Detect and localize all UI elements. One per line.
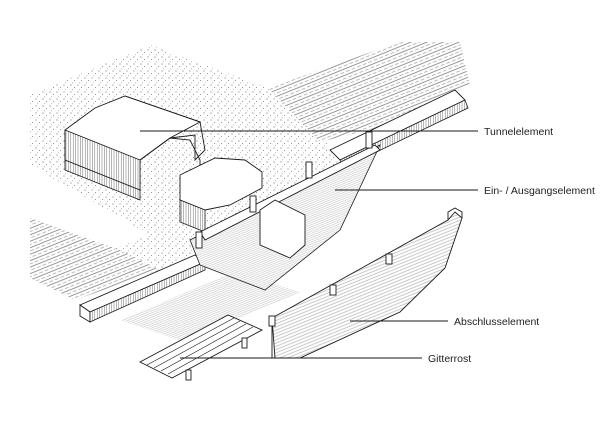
label-grate: Gitterrost <box>428 353 471 365</box>
label-end-element: Abschlusselement <box>454 316 539 328</box>
grate-element <box>139 314 264 381</box>
label-tunnel-element: Tunnelelement <box>484 126 553 138</box>
lower-hatched-path <box>120 272 300 342</box>
gravel-ground <box>30 45 345 275</box>
labels: Tunnelelement Ein- / Ausgangselement Abs… <box>428 126 595 365</box>
curb-lower <box>79 254 206 323</box>
grass-field-upper <box>268 42 470 142</box>
leader-lines <box>140 130 478 359</box>
entry-connectors <box>195 131 373 249</box>
grass-field-lower <box>30 218 160 300</box>
tunnel-element <box>64 95 206 201</box>
entry-exit-element <box>179 144 381 291</box>
label-entry-element: Ein- / Ausgangselement <box>484 185 595 197</box>
